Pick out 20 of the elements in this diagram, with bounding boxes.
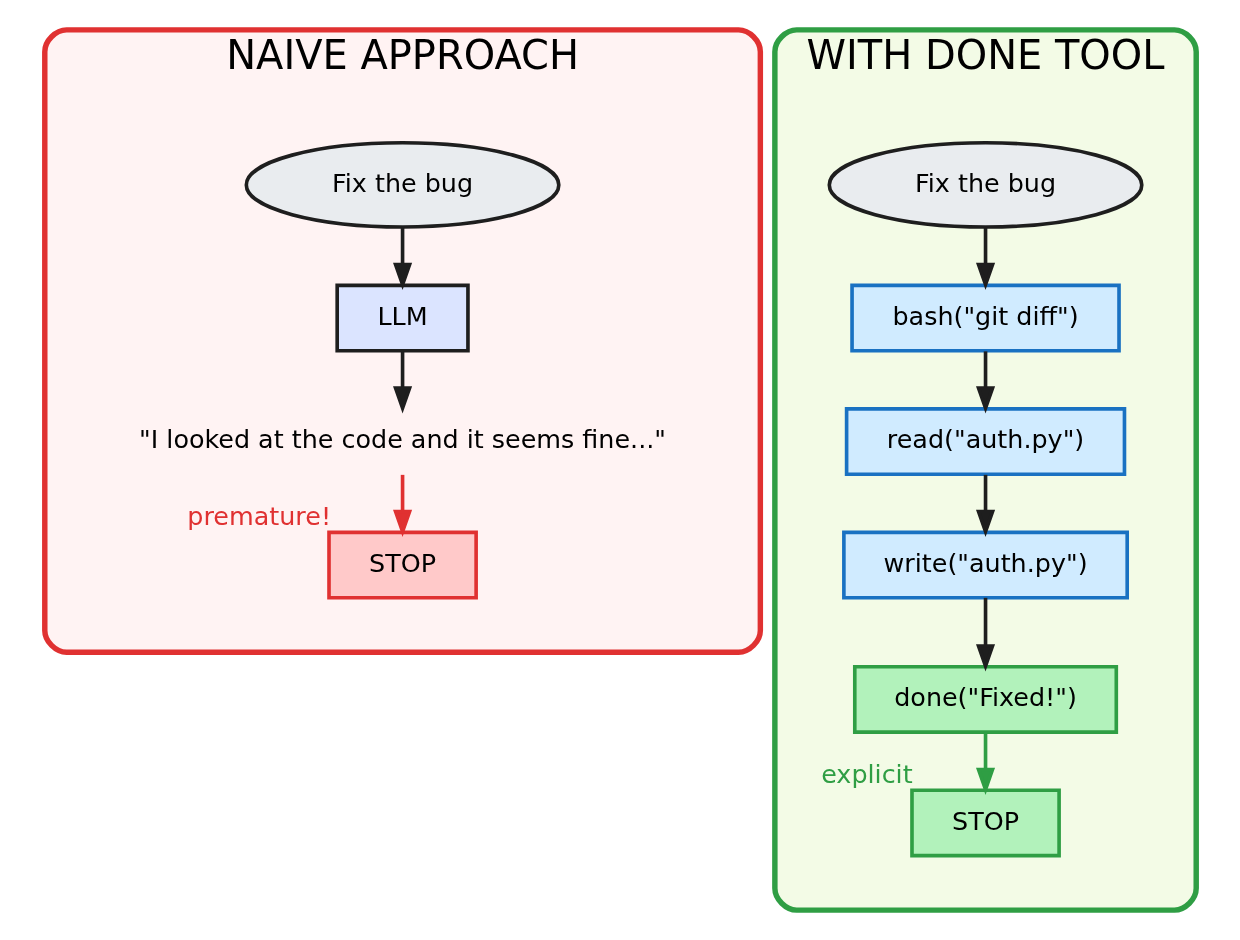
- node-ellipse: Fix the bug: [244, 141, 561, 229]
- arrow: [975, 351, 995, 414]
- arrow: [975, 732, 995, 795]
- arrow: [975, 597, 995, 672]
- arrow: [975, 474, 995, 538]
- arrow: [975, 227, 995, 291]
- node-box: done("Fixed!"): [852, 664, 1118, 734]
- node-box: read("auth.py"): [844, 407, 1126, 477]
- node-text: "I looked at the code and it seems fine...": [138, 424, 666, 455]
- node-label: explicit: [820, 759, 913, 790]
- arrow: [392, 351, 412, 414]
- node-box: write("auth.py"): [841, 530, 1129, 600]
- arrow: [392, 227, 412, 291]
- node-ellipse: Fix the bug: [827, 141, 1144, 229]
- node-label: premature!: [186, 501, 331, 532]
- node-box: STOP: [326, 530, 478, 600]
- node-box: STOP: [909, 788, 1061, 858]
- node-box: LLM: [334, 283, 470, 353]
- node-box: bash("git diff"): [849, 283, 1121, 353]
- arrow: [392, 474, 412, 538]
